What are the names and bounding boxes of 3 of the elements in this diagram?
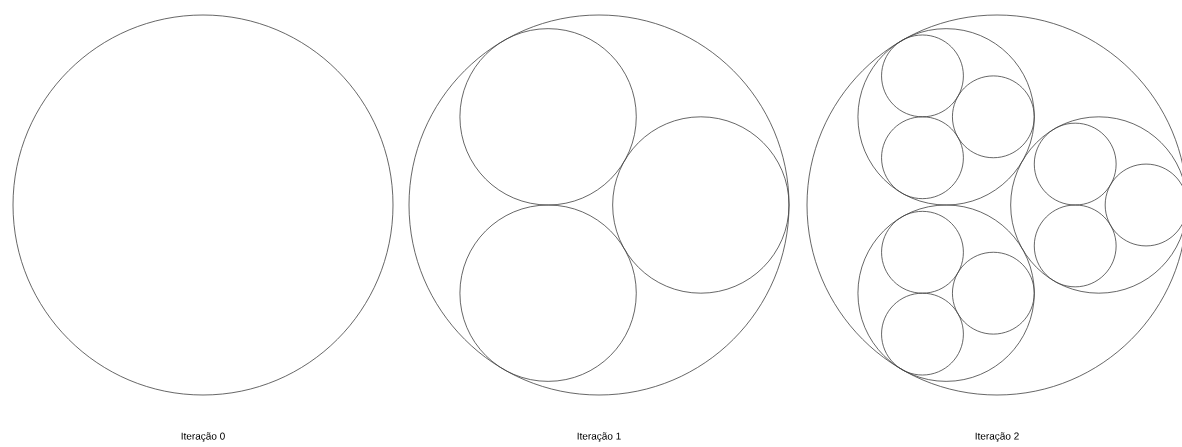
caption: Iteração 2 (975, 432, 1019, 442)
caption: Iteração 0 (181, 432, 225, 442)
caption: Iteração 1 (577, 432, 621, 442)
